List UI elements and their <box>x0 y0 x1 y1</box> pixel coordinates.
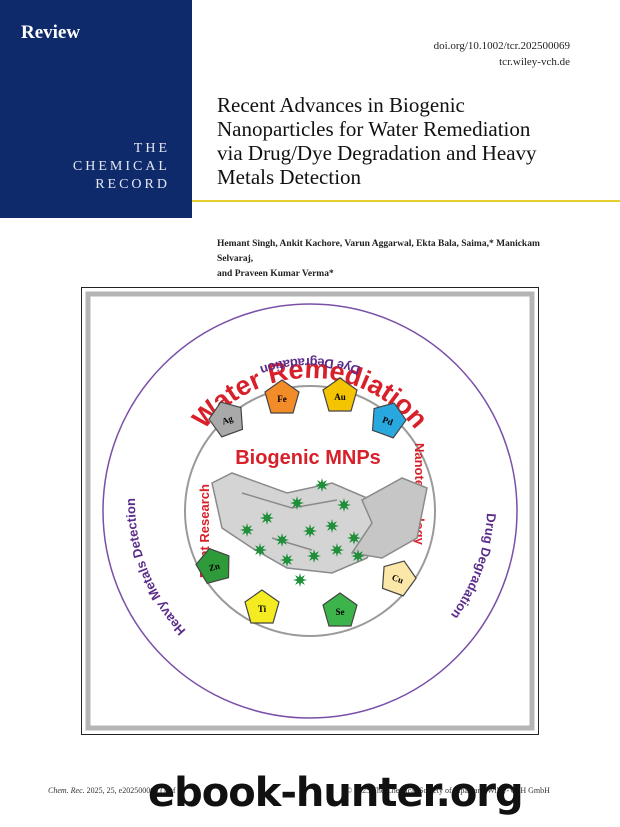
graphical-abstract: Water Remediation Heavy Metals Detection… <box>81 287 539 735</box>
element-se: Se <box>322 592 358 627</box>
watermark: ebook-hunter.org <box>148 770 524 816</box>
nanoparticle-star <box>290 496 304 510</box>
element-ti: Ti <box>244 589 280 624</box>
author-list: Hemant Singh, Ankit Kachore, Varun Aggar… <box>217 239 540 279</box>
site-link[interactable]: tcr.wiley-vch.de <box>499 56 570 68</box>
nanoparticle-star <box>280 553 294 567</box>
copyright: © 2025 The Chemical Society of Japan and… <box>346 786 550 795</box>
nanoparticle-star <box>293 573 307 587</box>
handshake-icon <box>211 472 428 574</box>
svg-text:Cu: Cu <box>391 572 405 585</box>
nanoparticle-star <box>351 549 365 563</box>
graphical-abstract-svg: Water Remediation Heavy Metals Detection… <box>85 291 535 731</box>
journal-banner: Review THE CHEMICAL RECORD <box>0 0 192 218</box>
element-pd: Pd <box>371 402 407 439</box>
label-dye-degradation: Dye Degradation <box>258 355 361 378</box>
nanoparticle-star <box>275 533 289 547</box>
nanoparticle-star <box>325 519 339 533</box>
element-ag: Ag <box>208 401 244 438</box>
svg-text:Pd: Pd <box>381 414 394 427</box>
page-footer: Chem. Rec. 2025, 25, e202500069 (1 of 6)… <box>48 786 608 795</box>
nanoparticle-star <box>307 549 321 563</box>
svg-text:Zn: Zn <box>208 561 221 574</box>
nanoparticle-star <box>253 543 267 557</box>
svg-text:Se: Se <box>336 607 345 617</box>
element-fe: Fe <box>264 379 300 414</box>
nanoparticle-star <box>240 523 254 537</box>
nanoparticle-star <box>260 511 274 525</box>
svg-text:Fe: Fe <box>277 394 287 404</box>
svg-text:Ti: Ti <box>258 604 267 614</box>
nanoparticles <box>240 478 365 587</box>
nanoparticle-star <box>315 478 329 492</box>
doi-block: doi.org/10.1002/tcr.202500069 tcr.wiley-… <box>434 38 570 70</box>
header-rule <box>192 200 620 202</box>
inner-ring <box>184 385 436 637</box>
element-zn: Zn <box>195 547 230 585</box>
doi-link[interactable]: doi.org/10.1002/tcr.202500069 <box>433 40 570 52</box>
outer-ring <box>102 303 518 719</box>
svg-text:Ag: Ag <box>220 413 234 426</box>
section-label: Review <box>21 22 81 43</box>
citation: Chem. Rec. 2025, 25, e202500069 (1 of 6) <box>48 786 185 795</box>
svg-text:Au: Au <box>334 392 346 402</box>
nanoparticle-star <box>337 498 351 512</box>
label-biogenic-mnps: Biogenic MNPs <box>235 447 381 469</box>
nanoparticle-star <box>347 531 361 545</box>
journal-name: THE CHEMICAL RECORD <box>72 141 170 192</box>
element-cu: Cu <box>381 560 417 597</box>
element-pentagons: Ag Fe Au Pd Cu Se <box>195 377 417 627</box>
nanoparticle-star <box>303 524 317 538</box>
article-title: Recent Advances in Biogenic Nanoparticle… <box>217 93 537 189</box>
nanoparticle-star <box>330 543 344 557</box>
element-au: Au <box>322 377 358 412</box>
